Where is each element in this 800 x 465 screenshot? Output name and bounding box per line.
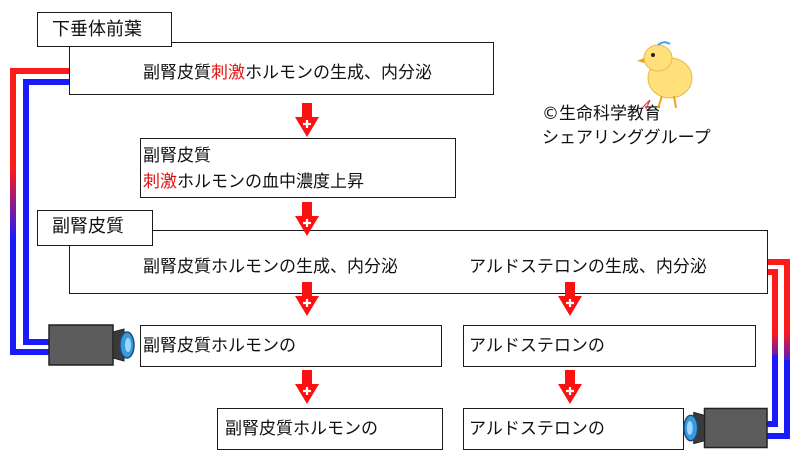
acth-secretion-box [69,42,494,95]
chick-mascot-icon [637,41,693,110]
pituitary-title-box [37,12,172,47]
plus-down-arrow-icon [295,202,319,236]
aldo-text-2: アルドステロンの [469,419,605,439]
plus-down-arrow-icon [558,370,582,404]
cortical-text-1: 副腎皮質ホルモンの [143,336,296,356]
cortical-secretion: 副腎皮質ホルモンの生成、内分泌 [143,257,398,277]
pituitary-title: 下垂体前葉 [52,19,142,40]
blood-line2: 刺激ホルモンの血中濃度上昇 [143,174,364,191]
aldo-text-1: アルドステロンの [469,336,605,356]
aldo-box-2 [463,408,684,450]
plus-down-arrow-icon [295,282,319,316]
aldo-box-1 [463,325,756,367]
aldosterone-secretion: アルドステロンの生成、内分泌 [469,257,707,277]
credit-line2: シェアリンググループ [542,128,711,148]
cortical-box-2 [217,408,443,450]
adrenal-title: 副腎皮質 [52,216,124,237]
cortical-box-1 [140,325,442,367]
cortical-text-2: 副腎皮質ホルモンの [225,419,378,439]
acth-secretion-text: 副腎皮質刺激ホルモンの生成、内分泌 [143,65,432,82]
adrenal-secretion-box [69,230,768,294]
plus-down-arrow-icon [295,103,319,137]
credit-line1: ©生命科学教育 [542,104,661,124]
acth-red: 刺激 [211,63,245,83]
blood-red: 刺激 [143,172,177,192]
camera-device-icon [683,407,768,449]
blood-suffix: ホルモンの血中濃度上昇 [177,172,364,192]
camera-device-icon [48,324,135,366]
plus-down-arrow-icon [295,370,319,404]
acth-suffix: ホルモンの生成、内分泌 [245,63,432,83]
blood-level-box [140,138,456,198]
blood-line1: 副腎皮質 [143,146,211,166]
acth-prefix: 副腎皮質 [143,63,211,83]
adrenal-title-box [37,210,153,246]
plus-down-arrow-icon [558,282,582,316]
